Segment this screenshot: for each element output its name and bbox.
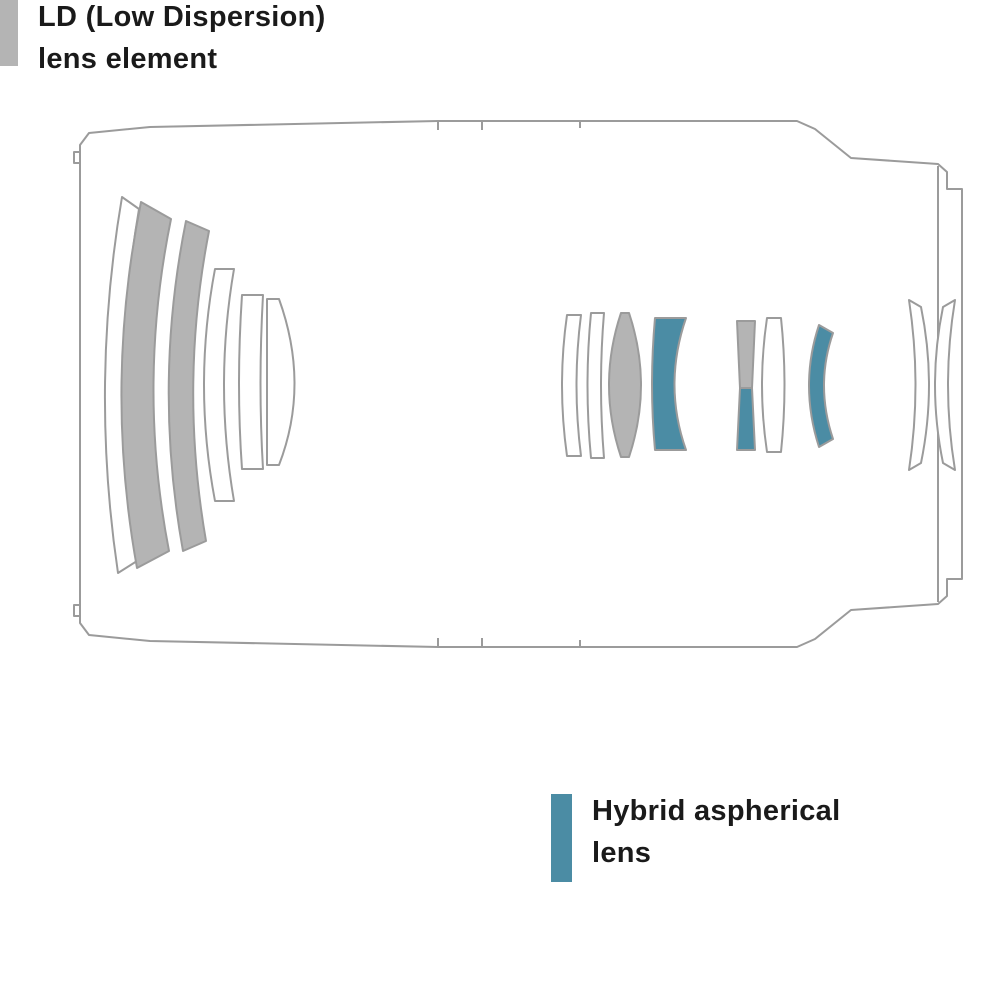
lens-element-middle-3 — [761, 317, 786, 453]
glass-lens-elements — [103, 196, 956, 574]
ld-legend-label-line2: lens element — [38, 43, 218, 75]
ld-legend-label: LD (Low Dispersion) lens element — [38, 0, 326, 80]
lens-element-front-3 — [238, 294, 264, 470]
lens-element-front-2 — [203, 268, 235, 502]
hybrid-color-swatch — [551, 794, 572, 882]
ld-element-4-upper-half — [736, 320, 756, 389]
lens-element-middle-2 — [586, 312, 605, 459]
ld-legend-label-line1: LD (Low Dispersion) — [38, 1, 326, 33]
lens-barrel-outline — [79, 120, 963, 648]
hybrid-element-1 — [651, 317, 687, 451]
ld-element-3 — [608, 312, 642, 458]
ld-color-swatch — [0, 0, 18, 66]
hybrid-element-3 — [808, 324, 834, 448]
lens-element-rear-2 — [934, 299, 956, 471]
ld-element-1 — [120, 201, 172, 569]
ld-element-2 — [167, 220, 210, 552]
diagram-root — [73, 120, 963, 648]
lens-element-middle-1 — [561, 314, 582, 457]
lens-element-front-4 — [266, 298, 296, 466]
lens-cross-section-diagram — [73, 120, 963, 648]
legend-item-ld: LD (Low Dispersion) lens element — [0, 0, 326, 80]
hybrid-legend-label-line2: lens — [592, 837, 652, 869]
hybrid-aspherical-lens-elements — [651, 317, 834, 451]
hybrid-element-2-lower-half — [736, 387, 756, 451]
legend-item-hybrid: Hybrid aspherical lens — [551, 794, 840, 882]
hybrid-legend-label-line1: Hybrid aspherical — [592, 795, 841, 827]
hybrid-legend-label: Hybrid aspherical lens — [592, 790, 840, 874]
lens-element-rear-1 — [908, 299, 930, 471]
ld-lens-elements — [120, 201, 756, 569]
